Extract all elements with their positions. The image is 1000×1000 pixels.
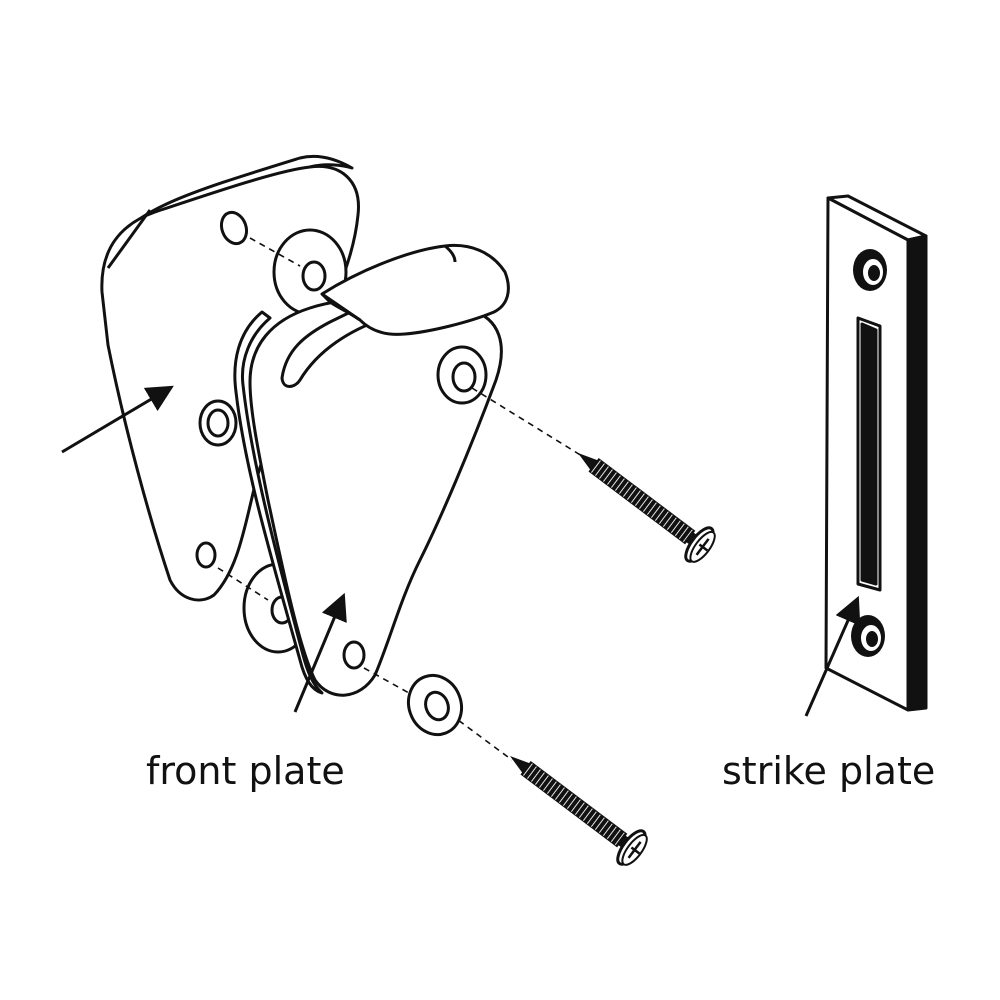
strike-plate-bottom-hole xyxy=(851,615,885,657)
washer xyxy=(407,673,463,737)
pointer-arrows xyxy=(61,385,861,717)
latch-handle xyxy=(280,243,510,388)
strike-plate-label: strike plate xyxy=(722,749,936,793)
strike-plate xyxy=(824,194,928,712)
front-plate-bottom-hole xyxy=(342,640,366,670)
back-plate-top-hole xyxy=(219,210,249,246)
alignment-lines xyxy=(217,237,583,761)
back-plate-bottom-hole xyxy=(195,541,217,569)
strike-plate-top-hole xyxy=(853,249,887,291)
strike-plate-arrow xyxy=(804,595,861,717)
back-plate-arrow xyxy=(61,385,174,454)
strike-plate-holes xyxy=(851,249,887,657)
screw-bottom xyxy=(510,756,648,866)
front-plate-label: front plate xyxy=(146,749,345,793)
back-plate-holes xyxy=(195,210,249,569)
screw-top xyxy=(578,453,716,563)
front-plate-arrow xyxy=(293,592,347,713)
